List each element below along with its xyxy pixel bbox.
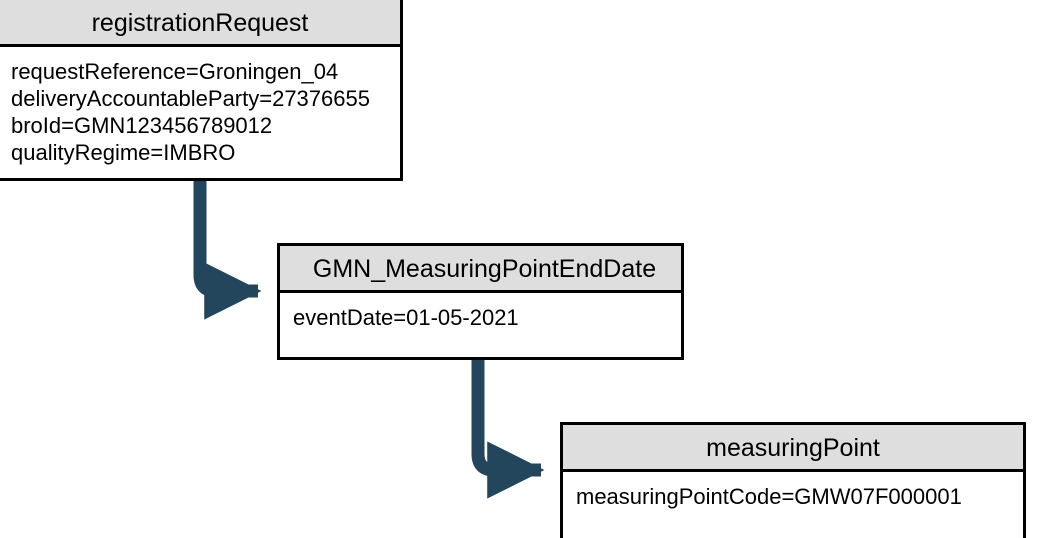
- object-attributes-measuring-point: measuringPointCode=GMW07F000001: [563, 472, 1023, 538]
- connector-registration-to-enddate: [193, 181, 262, 320]
- attribute-event-date: eventDate=01-05-2021: [293, 305, 519, 330]
- object-title-registration-request: registrationRequest: [0, 0, 400, 47]
- connector-enddate-to-measuringpoint: [471, 360, 545, 499]
- object-attributes-registration-request: requestReference=Groningen_04 deliveryAc…: [0, 47, 400, 178]
- object-box-measuring-point: measuringPoint measuringPointCode=GMW07F…: [560, 422, 1026, 538]
- attribute-request-reference: requestReference=Groningen_04: [11, 59, 339, 84]
- attribute-delivery-accountable-party: deliveryAccountableParty=27376655: [11, 86, 370, 111]
- attribute-quality-regime: qualityRegime=IMBRO: [11, 140, 236, 165]
- object-attributes-measuring-point-end-date: eventDate=01-05-2021: [280, 293, 681, 357]
- object-title-measuring-point: measuringPoint: [563, 425, 1023, 472]
- object-box-registration-request: registrationRequest requestReference=Gro…: [0, 0, 403, 181]
- attribute-measuring-point-code: measuringPointCode=GMW07F000001: [576, 484, 962, 509]
- attribute-bro-id: broId=GMN123456789012: [11, 113, 273, 138]
- object-box-measuring-point-end-date: GMN_MeasuringPointEndDate eventDate=01-0…: [277, 243, 684, 360]
- object-title-measuring-point-end-date: GMN_MeasuringPointEndDate: [280, 246, 681, 293]
